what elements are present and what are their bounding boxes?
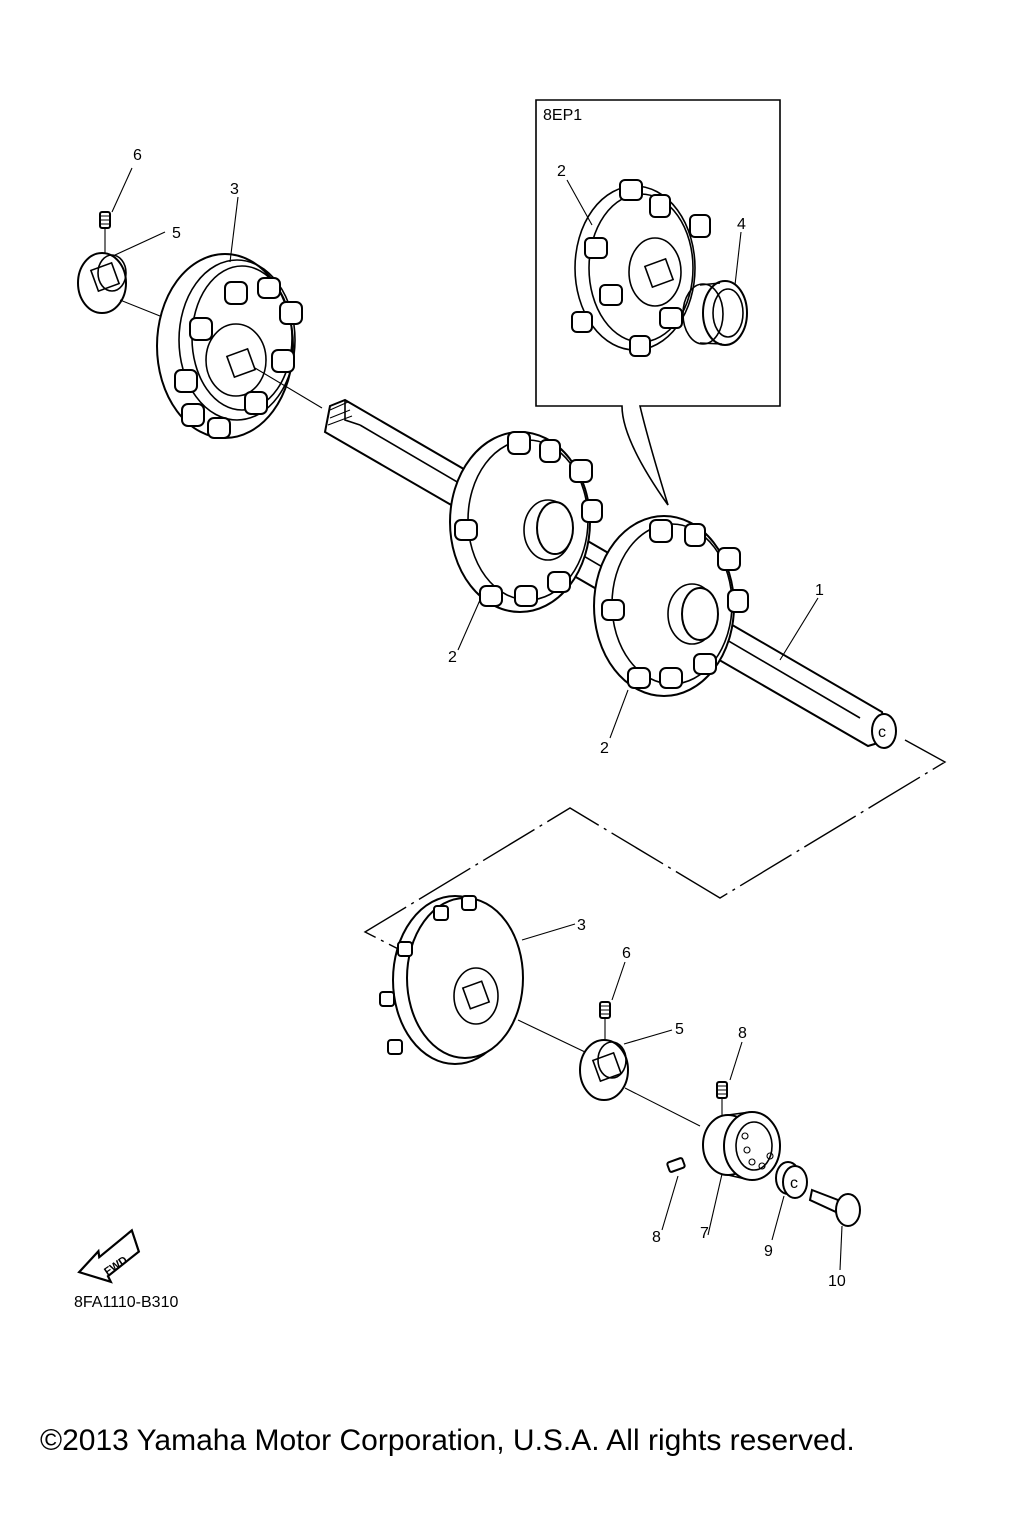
sprocket-3-bottom: 3 [379,895,586,1065]
inset-code-label: 8EP1 [543,107,582,124]
cap-mark: c [790,1175,798,1192]
callout-3-bottom: 3 [577,917,586,934]
bolt-10: 10 [808,1188,861,1290]
sprocket-2-right: 2 [593,515,749,757]
callout-2-middle: 2 [448,649,457,666]
callout-1: 1 [815,582,824,599]
set-screw-6-top: 6 [99,147,142,254]
drawing-code: 8FA1110-B310 [74,1294,178,1311]
callout-2-right: 2 [600,740,609,757]
leader-collar-to-sprocket [119,299,166,319]
bearing-7: 7 [700,1111,781,1242]
inset-box: 8EP1 2 [535,99,781,506]
inset-sprocket [571,179,711,357]
callout-4: 4 [737,216,746,233]
callout-10: 10 [828,1273,846,1290]
fwd-arrow-icon: FWD [77,1228,141,1284]
leader-sprocket-to-shaft [254,367,323,409]
cap-9: c 9 [764,1161,808,1260]
sprocket-3-top: 3 [156,181,303,439]
shaft-end-mark: c [878,724,886,741]
set-screw-6-bottom: 6 [599,945,631,1040]
collar-5-top: 5 [77,225,181,314]
callout-6-top: 6 [133,147,142,164]
callout-7: 7 [700,1225,709,1242]
callout-8-side: 8 [652,1229,661,1246]
callout-2-inset: 2 [557,163,566,180]
callout-5-bottom: 5 [675,1021,684,1038]
callout-5-top: 5 [172,225,181,242]
assembly-guide-line [363,739,947,961]
set-screw-8-side: 8 [652,1157,686,1246]
leader-sprocket-to-collar [517,1019,586,1053]
callout-6-bottom: 6 [622,945,631,962]
copyright-notice: ©2013 Yamaha Motor Corporation, U.S.A. A… [40,1424,855,1457]
callout-3-top: 3 [230,181,239,198]
leader-collar-to-bearing [624,1087,701,1127]
collar-5-bottom: 5 [579,1021,684,1101]
set-screw-8-top: 8 [716,1025,747,1118]
callout-9: 9 [764,1243,773,1260]
inset-bearing [682,280,748,346]
callout-8-top: 8 [738,1025,747,1042]
sprocket-2-middle: 2 [448,431,603,666]
